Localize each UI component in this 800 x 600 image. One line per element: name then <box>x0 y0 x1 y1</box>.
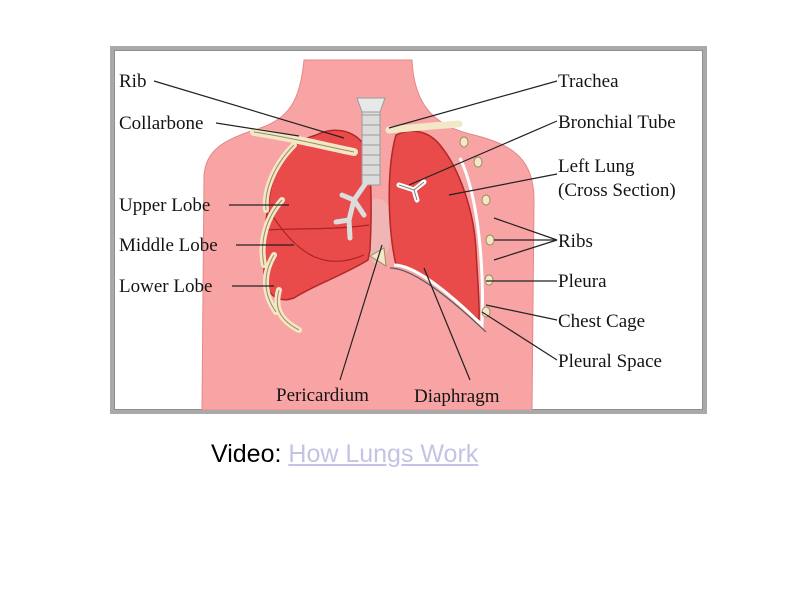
label-collarbone: Collarbone <box>119 113 203 134</box>
right-lung-fissure-upper <box>265 224 370 231</box>
label-upper-lobe: Upper Lobe <box>119 195 210 216</box>
label-left-lung: Left Lung <box>558 156 635 177</box>
left-lung <box>388 130 481 322</box>
label-diaphragm: Diaphragm <box>414 386 500 407</box>
label-pleura: Pleura <box>558 271 607 292</box>
label-lower-lobe: Lower Lobe <box>119 276 212 297</box>
label-pericardium: Pericardium <box>276 385 369 406</box>
heart-area <box>366 198 393 265</box>
larynx <box>356 97 386 113</box>
video-link[interactable]: How Lungs Work <box>288 440 479 468</box>
label-left-lung-cross-section: (Cross Section) <box>558 180 676 201</box>
lungs-diagram: Rib Collarbone Upper Lobe Middle Lobe Lo… <box>119 59 676 410</box>
trachea-rings <box>362 114 380 176</box>
pleura-outline <box>393 157 484 329</box>
label-trachea: Trachea <box>558 71 619 92</box>
label-bronchial-tube: Bronchial Tube <box>558 112 676 133</box>
rib-cage-outline <box>262 144 300 331</box>
label-ribs: Ribs <box>558 231 593 252</box>
leader-lines <box>153 80 558 381</box>
label-pleural-space: Pleural Space <box>558 351 662 372</box>
bronchial-tube-outline <box>398 181 425 201</box>
label-middle-lobe: Middle Lobe <box>119 235 218 256</box>
right-lung-fissure-lower <box>268 209 365 262</box>
rib-cross-sections <box>459 136 495 318</box>
collarbone-left <box>385 120 463 134</box>
bronchial-tree <box>333 177 371 241</box>
video-caption: Video: How Lungs Work <box>211 440 478 469</box>
video-caption-prefix: Video: <box>211 440 282 468</box>
label-rib: Rib <box>119 71 146 92</box>
collarbone-right-outline <box>253 131 355 153</box>
label-chest-cage: Chest Cage <box>558 311 645 332</box>
